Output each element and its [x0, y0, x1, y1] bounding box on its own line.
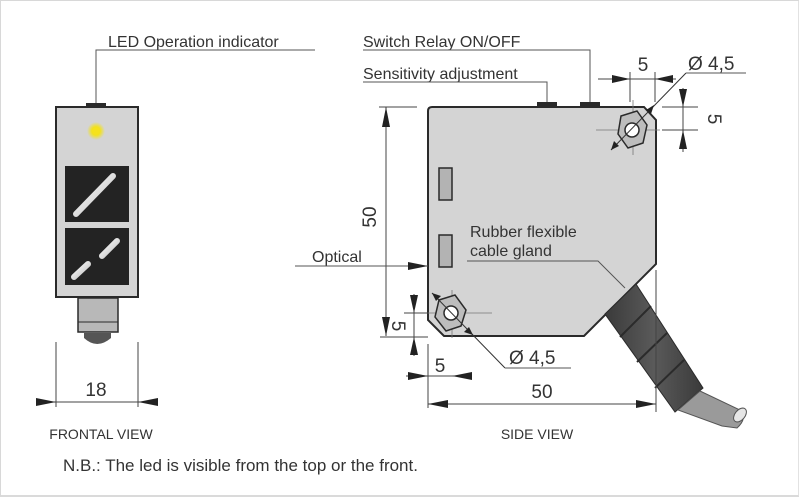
frontal-cable-stub: [84, 333, 111, 344]
sensitivity-label: Sensitivity adjustment: [363, 66, 518, 83]
emitter-beam-glyph: [73, 173, 116, 217]
hole-diameter-top: Ø 4,5: [688, 54, 734, 75]
side-view: Switch Relay ON/OFF Sensitivity adjustme…: [295, 34, 747, 442]
frontal-top-tab: [86, 103, 106, 108]
side-view-title: SIDE VIEW: [501, 426, 574, 442]
dim-arrow: [138, 398, 158, 406]
side-width-dimension: 50: [531, 382, 552, 403]
frontal-connector: [77, 297, 119, 333]
side-height-dimension: 50: [360, 206, 381, 227]
hole-diameter-bottom: Ø 4,5: [509, 348, 555, 369]
footnote: N.B.: The led is visible from the top or…: [63, 456, 418, 475]
sensitivity-trimmer: [537, 102, 557, 107]
optical-label: Optical: [312, 249, 362, 266]
side-window-receiver: [438, 234, 453, 268]
receiver-beam-glyph-1: [71, 261, 91, 280]
hole-offset-bottom-y: 5: [387, 321, 408, 332]
side-window-emitter: [438, 167, 453, 201]
side-housing: [427, 106, 657, 337]
mounting-hole-bottom: Ø 4,5 5 5: [380, 290, 571, 408]
frontal-view: LED Operation indicator 18 FRONTAL VIEW: [36, 34, 315, 442]
gland-leader: [467, 260, 626, 289]
hole-offset-top-y: 5: [703, 114, 724, 125]
sensitivity-leader: [363, 81, 548, 103]
relay-switch: [580, 102, 600, 107]
led-indicator-label: LED Operation indicator: [108, 34, 279, 51]
switch-relay-label: Switch Relay ON/OFF: [363, 34, 521, 51]
frontal-width-dimension: 18: [85, 380, 106, 401]
cable-gland: [604, 283, 747, 429]
dim-arrow: [36, 398, 56, 406]
gland-label-line1: Rubber flexible: [470, 224, 577, 241]
frontal-view-title: FRONTAL VIEW: [49, 426, 153, 442]
gland-label-line2: cable gland: [470, 243, 552, 260]
receiver-beam-glyph-2: [99, 238, 120, 259]
mounting-hole-top: Ø 4,5 5 5: [596, 54, 746, 155]
switch-relay-leader: [363, 49, 591, 103]
hole-offset-bottom-x: 5: [435, 356, 446, 377]
hole-offset-top-x: 5: [638, 55, 649, 76]
